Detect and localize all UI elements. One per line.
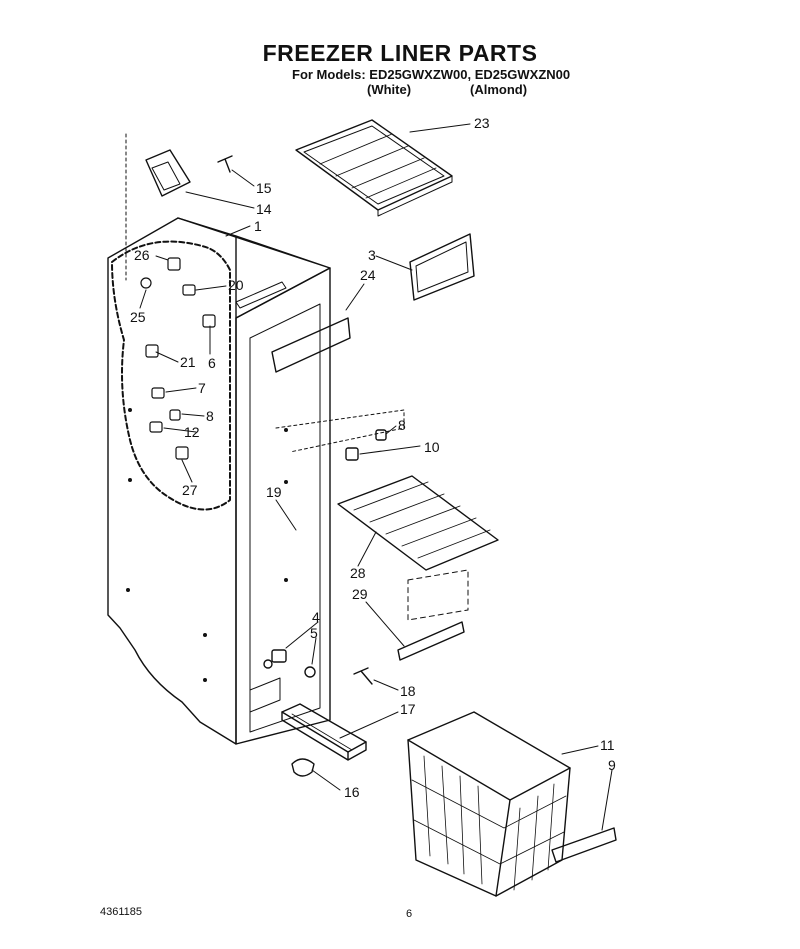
callout-15: 15 [256, 180, 272, 196]
panel-3 [409, 233, 475, 301]
page-title: FREEZER LINER PARTS [262, 40, 538, 66]
callout-24: 24 [360, 267, 376, 283]
panel-29 [397, 569, 469, 661]
callout-10: 10 [424, 439, 440, 455]
models-line: For Models: ED25GWXZW00, ED25GWXZN00 [292, 67, 571, 82]
callout-4: 4 [312, 609, 320, 625]
cover-24 [271, 317, 351, 373]
trim-9 [551, 827, 617, 863]
variant-white: (White) [367, 82, 412, 97]
shelf-23 [295, 119, 453, 217]
foot-16 [291, 758, 315, 777]
wire-shelf-28 [337, 475, 499, 571]
callout-20: 20 [228, 277, 244, 293]
callout-labels: 23 15 14 1 26 20 25 21 6 7 8 12 27 3 24 … [130, 115, 616, 800]
screw-18 [353, 667, 373, 685]
callout-23: 23 [474, 115, 490, 131]
callout-3: 3 [368, 247, 376, 263]
callout-17: 17 [400, 701, 416, 717]
callout-8: 8 [206, 408, 214, 424]
callout-29: 29 [352, 586, 368, 602]
trim-17 [281, 703, 367, 761]
bracket-14 [145, 149, 191, 197]
callout-21: 21 [180, 354, 196, 370]
callout-16: 16 [344, 784, 360, 800]
parts-4-5 [263, 649, 316, 678]
callout-11: 11 [600, 737, 615, 753]
basket-11 [407, 711, 571, 897]
leader-lines [139, 123, 613, 831]
variant-almond: (Almond) [470, 82, 528, 97]
callout-27: 27 [182, 482, 198, 498]
callout-5: 5 [310, 625, 318, 641]
liner-hardware [140, 257, 216, 460]
callout-19: 19 [266, 484, 282, 500]
callout-6: 6 [208, 355, 216, 371]
screw-15 [217, 155, 233, 173]
page-number: 6 [406, 908, 413, 920]
callout-8b: 8 [398, 417, 406, 433]
callout-7: 7 [198, 380, 206, 396]
callout-18: 18 [400, 683, 416, 699]
callout-12: 12 [184, 424, 200, 440]
callout-14: 14 [256, 201, 272, 217]
callout-25: 25 [130, 309, 146, 325]
clip-8-and-screw-10 [275, 409, 405, 461]
document-number: 4361185 [100, 906, 143, 918]
callout-9: 9 [608, 757, 616, 773]
callout-28: 28 [350, 565, 366, 581]
freezer-liner-cabinet [107, 133, 331, 745]
callout-1: 1 [254, 218, 262, 234]
callout-26: 26 [134, 247, 150, 263]
